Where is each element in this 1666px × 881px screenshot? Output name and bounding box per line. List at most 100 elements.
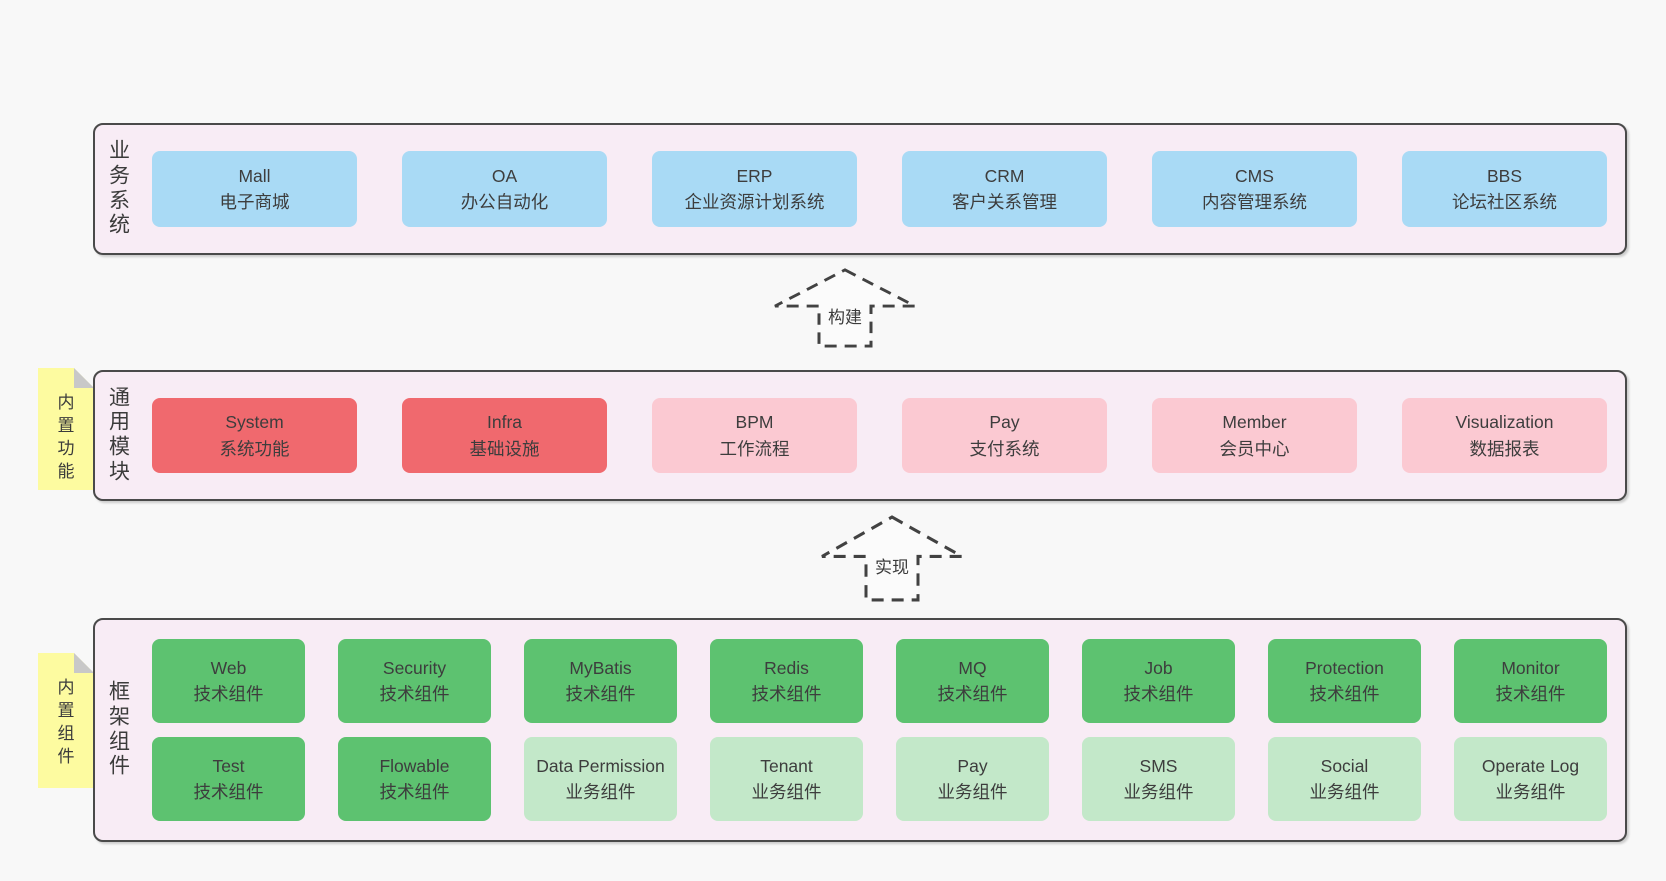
node-redis: Redis 技术组件 — [710, 639, 863, 723]
node-pay-component: Pay 业务组件 — [896, 737, 1049, 821]
node-name: Social — [1320, 755, 1369, 776]
arrow-build: 构建 — [773, 268, 917, 348]
node-desc: 技术组件 — [751, 684, 822, 704]
node-desc: 支付系统 — [969, 438, 1040, 459]
node-name: ERP — [736, 165, 773, 186]
node-name: MQ — [958, 657, 987, 678]
sticky-built-in-features: 内置功能 — [38, 368, 94, 490]
node-bbs: BBS 论坛社区系统 — [1402, 151, 1607, 227]
node-name: Mall — [238, 165, 271, 186]
node-job: Job 技术组件 — [1082, 639, 1235, 723]
common-modules-boxes: System 系统功能 Infra 基础设施 BPM 工作流程 Pay 支付系统… — [152, 398, 1607, 473]
node-name: SMS — [1139, 755, 1178, 776]
node-desc: 业务组件 — [937, 782, 1008, 802]
node-name: Operate Log — [1481, 755, 1580, 776]
node-desc: 基础设施 — [469, 438, 540, 459]
node-system: System 系统功能 — [152, 398, 357, 473]
node-mq: MQ 技术组件 — [896, 639, 1049, 723]
node-desc: 办公自动化 — [460, 192, 549, 212]
sticky-built-in-features-label: 内置功能 — [57, 393, 75, 481]
node-desc: 业务组件 — [565, 782, 636, 802]
node-name: BPM — [735, 412, 774, 433]
band-business-systems: 业务系统 Mall 电子商城 OA 办公自动化 ERP 企业资源计划系统 CRM… — [93, 123, 1627, 255]
band-framework-components: 框架组件 Web 技术组件 Security 技术组件 MyBatis 技术组件… — [93, 618, 1627, 842]
node-desc: 技术组件 — [937, 684, 1008, 704]
node-mybatis: MyBatis 技术组件 — [524, 639, 677, 723]
node-name: MyBatis — [569, 657, 632, 678]
node-data-permission: Data Permission 业务组件 — [524, 737, 677, 821]
node-protection: Protection 技术组件 — [1268, 639, 1421, 723]
node-monitor: Monitor 技术组件 — [1454, 639, 1607, 723]
node-tenant: Tenant 业务组件 — [710, 737, 863, 821]
node-desc: 技术组件 — [1123, 684, 1194, 704]
node-name: Infra — [486, 412, 523, 433]
node-test: Test 技术组件 — [152, 737, 305, 821]
node-member: Member 会员中心 — [1152, 398, 1357, 473]
node-web: Web 技术组件 — [152, 639, 305, 723]
node-desc: 技术组件 — [565, 684, 636, 704]
node-operate-log: Operate Log 业务组件 — [1454, 737, 1607, 821]
node-flowable: Flowable 技术组件 — [338, 737, 491, 821]
business-systems-boxes: Mall 电子商城 OA 办公自动化 ERP 企业资源计划系统 CRM 客户关系… — [152, 151, 1607, 227]
node-name: Visualization — [1455, 412, 1554, 433]
node-desc: 业务组件 — [1495, 782, 1566, 802]
node-desc: 技术组件 — [379, 782, 450, 802]
sticky-paper — [38, 368, 94, 490]
sticky-fold-corner-icon — [74, 368, 94, 388]
node-social: Social 业务组件 — [1268, 737, 1421, 821]
node-desc: 客户关系管理 — [952, 192, 1057, 212]
node-desc: 技术组件 — [1495, 684, 1566, 704]
node-cms: CMS 内容管理系统 — [1152, 151, 1357, 227]
node-desc: 技术组件 — [193, 782, 264, 802]
band-common-modules-label: 通用模块 — [109, 385, 130, 484]
node-oa: OA 办公自动化 — [402, 151, 607, 227]
node-desc: 技术组件 — [1309, 684, 1380, 704]
framework-components-row-2: Test 技术组件 Flowable 技术组件 Data Permission … — [152, 737, 1607, 821]
sticky-built-in-components: 内置组件 — [38, 653, 94, 788]
node-desc: 工作流程 — [719, 438, 790, 459]
sticky-built-in-components-label: 内置组件 — [57, 678, 75, 766]
node-desc: 内容管理系统 — [1202, 192, 1307, 212]
node-desc: 电子商城 — [219, 192, 290, 212]
node-name: Web — [210, 657, 247, 678]
node-name: Pay — [957, 755, 988, 776]
node-name: Job — [1144, 657, 1173, 678]
node-desc: 论坛社区系统 — [1452, 192, 1557, 212]
node-name: CMS — [1235, 165, 1274, 186]
node-name: Flowable — [379, 755, 450, 776]
band-framework-components-label: 框架组件 — [109, 680, 130, 778]
node-desc: 技术组件 — [379, 684, 450, 704]
band-common-modules: 通用模块 System 系统功能 Infra 基础设施 BPM 工作流程 Pay… — [93, 370, 1627, 501]
framework-components-grid: Web 技术组件 Security 技术组件 MyBatis 技术组件 Redi… — [152, 639, 1607, 821]
node-desc: 业务组件 — [751, 782, 822, 802]
node-name: Pay — [989, 412, 1020, 433]
node-name: Security — [382, 657, 447, 678]
node-name: BBS — [1486, 165, 1523, 186]
node-name: System — [225, 412, 284, 433]
band-business-systems-label: 业务系统 — [109, 139, 130, 237]
node-sms: SMS 业务组件 — [1082, 737, 1235, 821]
node-desc: 系统功能 — [219, 438, 290, 459]
arrow-implement: 实现 — [820, 515, 964, 602]
node-erp: ERP 企业资源计划系统 — [652, 151, 857, 227]
sticky-paper — [38, 653, 94, 788]
node-desc: 技术组件 — [193, 684, 264, 704]
node-name: CRM — [984, 165, 1025, 186]
node-name: OA — [491, 165, 518, 186]
arrow-implement-label: 实现 — [872, 553, 912, 579]
node-name: Data Permission — [536, 755, 665, 776]
node-mall: Mall 电子商城 — [152, 151, 357, 227]
node-name: Test — [212, 755, 245, 776]
node-name: Member — [1222, 412, 1287, 433]
node-name: Monitor — [1501, 657, 1560, 678]
node-name: Protection — [1305, 657, 1384, 678]
node-desc: 会员中心 — [1219, 438, 1290, 459]
node-name: Tenant — [760, 755, 813, 776]
node-bpm: BPM 工作流程 — [652, 398, 857, 473]
node-desc: 业务组件 — [1309, 782, 1380, 802]
node-pay-module: Pay 支付系统 — [902, 398, 1107, 473]
framework-components-row-1: Web 技术组件 Security 技术组件 MyBatis 技术组件 Redi… — [152, 639, 1607, 723]
sticky-fold-corner-icon — [74, 653, 94, 673]
node-infra: Infra 基础设施 — [402, 398, 607, 473]
